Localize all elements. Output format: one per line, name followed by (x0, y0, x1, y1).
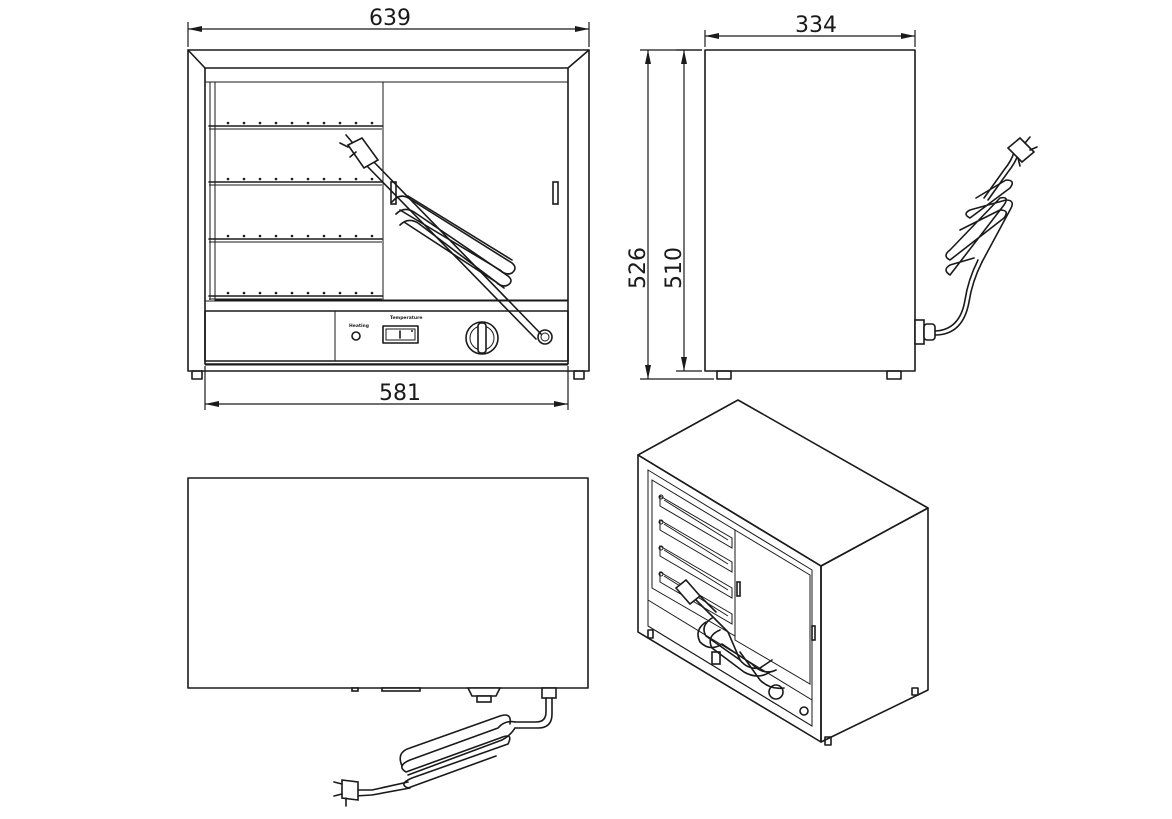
power-cord-iso (674, 578, 785, 690)
shelf-peg (226, 121, 230, 125)
shelf-peg (242, 234, 246, 238)
front-view: Heating Temperature (187, 49, 590, 380)
shelf-peg (370, 234, 374, 238)
dimension-334-label: 334 (795, 13, 837, 38)
top-view (187, 477, 589, 807)
shelf-peg (226, 234, 230, 238)
shelf-peg (242, 177, 246, 181)
shelf-peg (258, 291, 262, 295)
dimension-581-label: 581 (379, 381, 421, 406)
shelf-peg (370, 291, 374, 295)
dimension-639: 639 (187, 6, 590, 47)
shelf-peg (226, 177, 230, 181)
isometric-view (637, 399, 929, 746)
shelf-peg (242, 291, 246, 295)
shelf-peg (322, 121, 326, 125)
door-handle-right (552, 181, 559, 205)
dimension-510: 510 (662, 49, 702, 372)
shelf-peg (338, 177, 342, 181)
control-panel (204, 310, 569, 362)
shelf-peg (242, 121, 246, 125)
shelf-peg (274, 177, 278, 181)
shelf-racks (208, 121, 383, 300)
dimension-526: 526 (626, 49, 714, 380)
shelf-peg (274, 234, 278, 238)
dimension-510-label: 510 (662, 247, 687, 289)
shelf-peg (226, 291, 230, 295)
shelf-peg (322, 291, 326, 295)
temperature-knob-icon (465, 321, 499, 355)
shelf-peg (322, 177, 326, 181)
heating-label: Heating (349, 323, 369, 329)
shelf-peg (322, 234, 326, 238)
iso-racks (658, 494, 733, 625)
power-cord-side (934, 136, 1038, 336)
shelf-peg (290, 177, 294, 181)
shelf-peg (338, 234, 342, 238)
power-cord-front (339, 134, 542, 340)
dimension-581: 581 (204, 366, 569, 410)
cord-outlet-icon (537, 329, 553, 345)
shelf-peg (306, 291, 310, 295)
shelf-peg (354, 291, 358, 295)
shelf-peg (354, 177, 358, 181)
side-view (704, 49, 1038, 380)
shelf-peg (370, 177, 374, 181)
shelf-peg (258, 177, 262, 181)
shelf-peg (290, 121, 294, 125)
shelf-peg (306, 234, 310, 238)
shelf-peg (338, 291, 342, 295)
temperature-label: Temperature (390, 315, 422, 321)
shelf-peg (258, 121, 262, 125)
shelf-peg (370, 121, 374, 125)
shelf-peg (338, 121, 342, 125)
shelf-peg (290, 291, 294, 295)
dimension-334: 334 (704, 13, 916, 47)
heating-indicator-icon (351, 331, 361, 341)
shelf-peg (306, 177, 310, 181)
power-cord-top (333, 697, 553, 807)
dimension-526-label: 526 (626, 247, 651, 289)
shelf-peg (274, 291, 278, 295)
shelf-peg (354, 121, 358, 125)
dimension-639-label: 639 (369, 6, 411, 31)
power-switch (382, 325, 419, 344)
shelf-peg (258, 234, 262, 238)
shelf-peg (306, 121, 310, 125)
shelf-peg (290, 234, 294, 238)
shelf-peg (354, 234, 358, 238)
shelf-peg (274, 121, 278, 125)
